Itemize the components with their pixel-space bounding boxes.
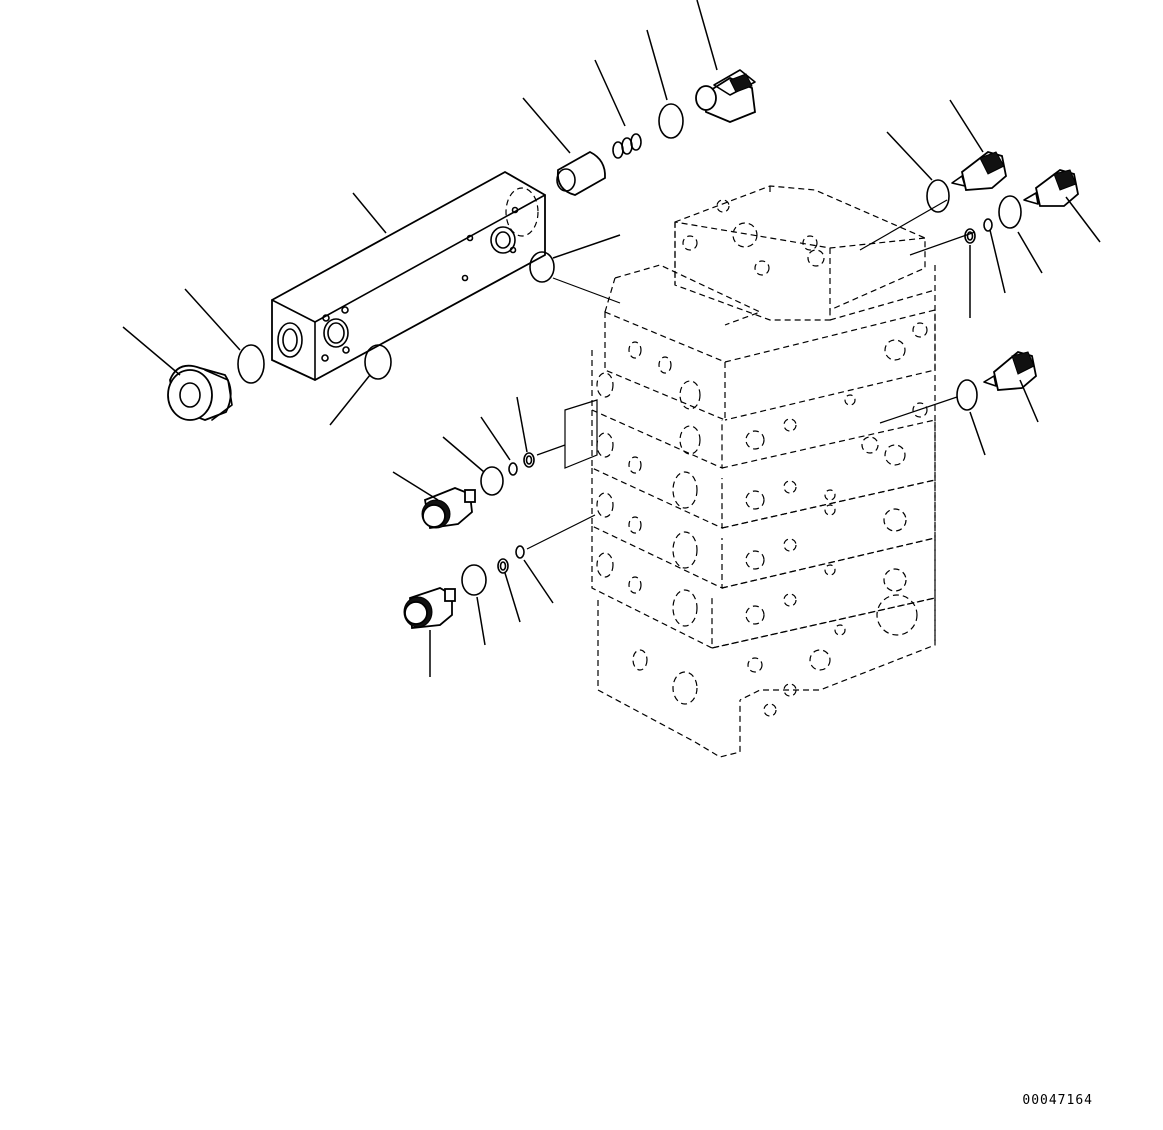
- plug-right-far: [1023, 169, 1079, 207]
- o-ring-manifold-right: [529, 251, 555, 283]
- plug-left-low: [403, 587, 456, 629]
- plug-left-large: [167, 364, 233, 421]
- o-ring-left-mid: [480, 466, 504, 496]
- o-ring-small-left-low: [515, 545, 525, 559]
- plug-right-lower: [983, 351, 1037, 391]
- sleeve: [556, 150, 606, 196]
- plug-right-upper: [951, 151, 1007, 191]
- spring: [612, 133, 642, 159]
- leader-lines: [122, 0, 1101, 677]
- manifold-block: [271, 170, 546, 382]
- backup-ring-left-mid: [508, 462, 518, 476]
- o-ring-left-large: [237, 344, 265, 384]
- o-ring-manifold-bottom: [364, 344, 392, 380]
- bracket-connector: [564, 399, 598, 469]
- backup-ring-left-low: [497, 558, 509, 574]
- drawing-number: 00047164: [1022, 1093, 1093, 1108]
- o-ring-right-lower: [956, 379, 978, 411]
- backup-ring-right: [983, 218, 993, 232]
- o-ring-right-upper: [926, 179, 950, 213]
- o-ring-top: [658, 103, 684, 139]
- o-ring-left-low: [461, 564, 487, 596]
- o-ring-right-far: [998, 195, 1022, 229]
- plug-top: [695, 69, 756, 123]
- o-ring-small-left-mid: [523, 452, 535, 468]
- control-valve-body: [591, 185, 936, 758]
- plug-left-mid: [421, 487, 476, 530]
- o-ring-small-right: [964, 228, 976, 244]
